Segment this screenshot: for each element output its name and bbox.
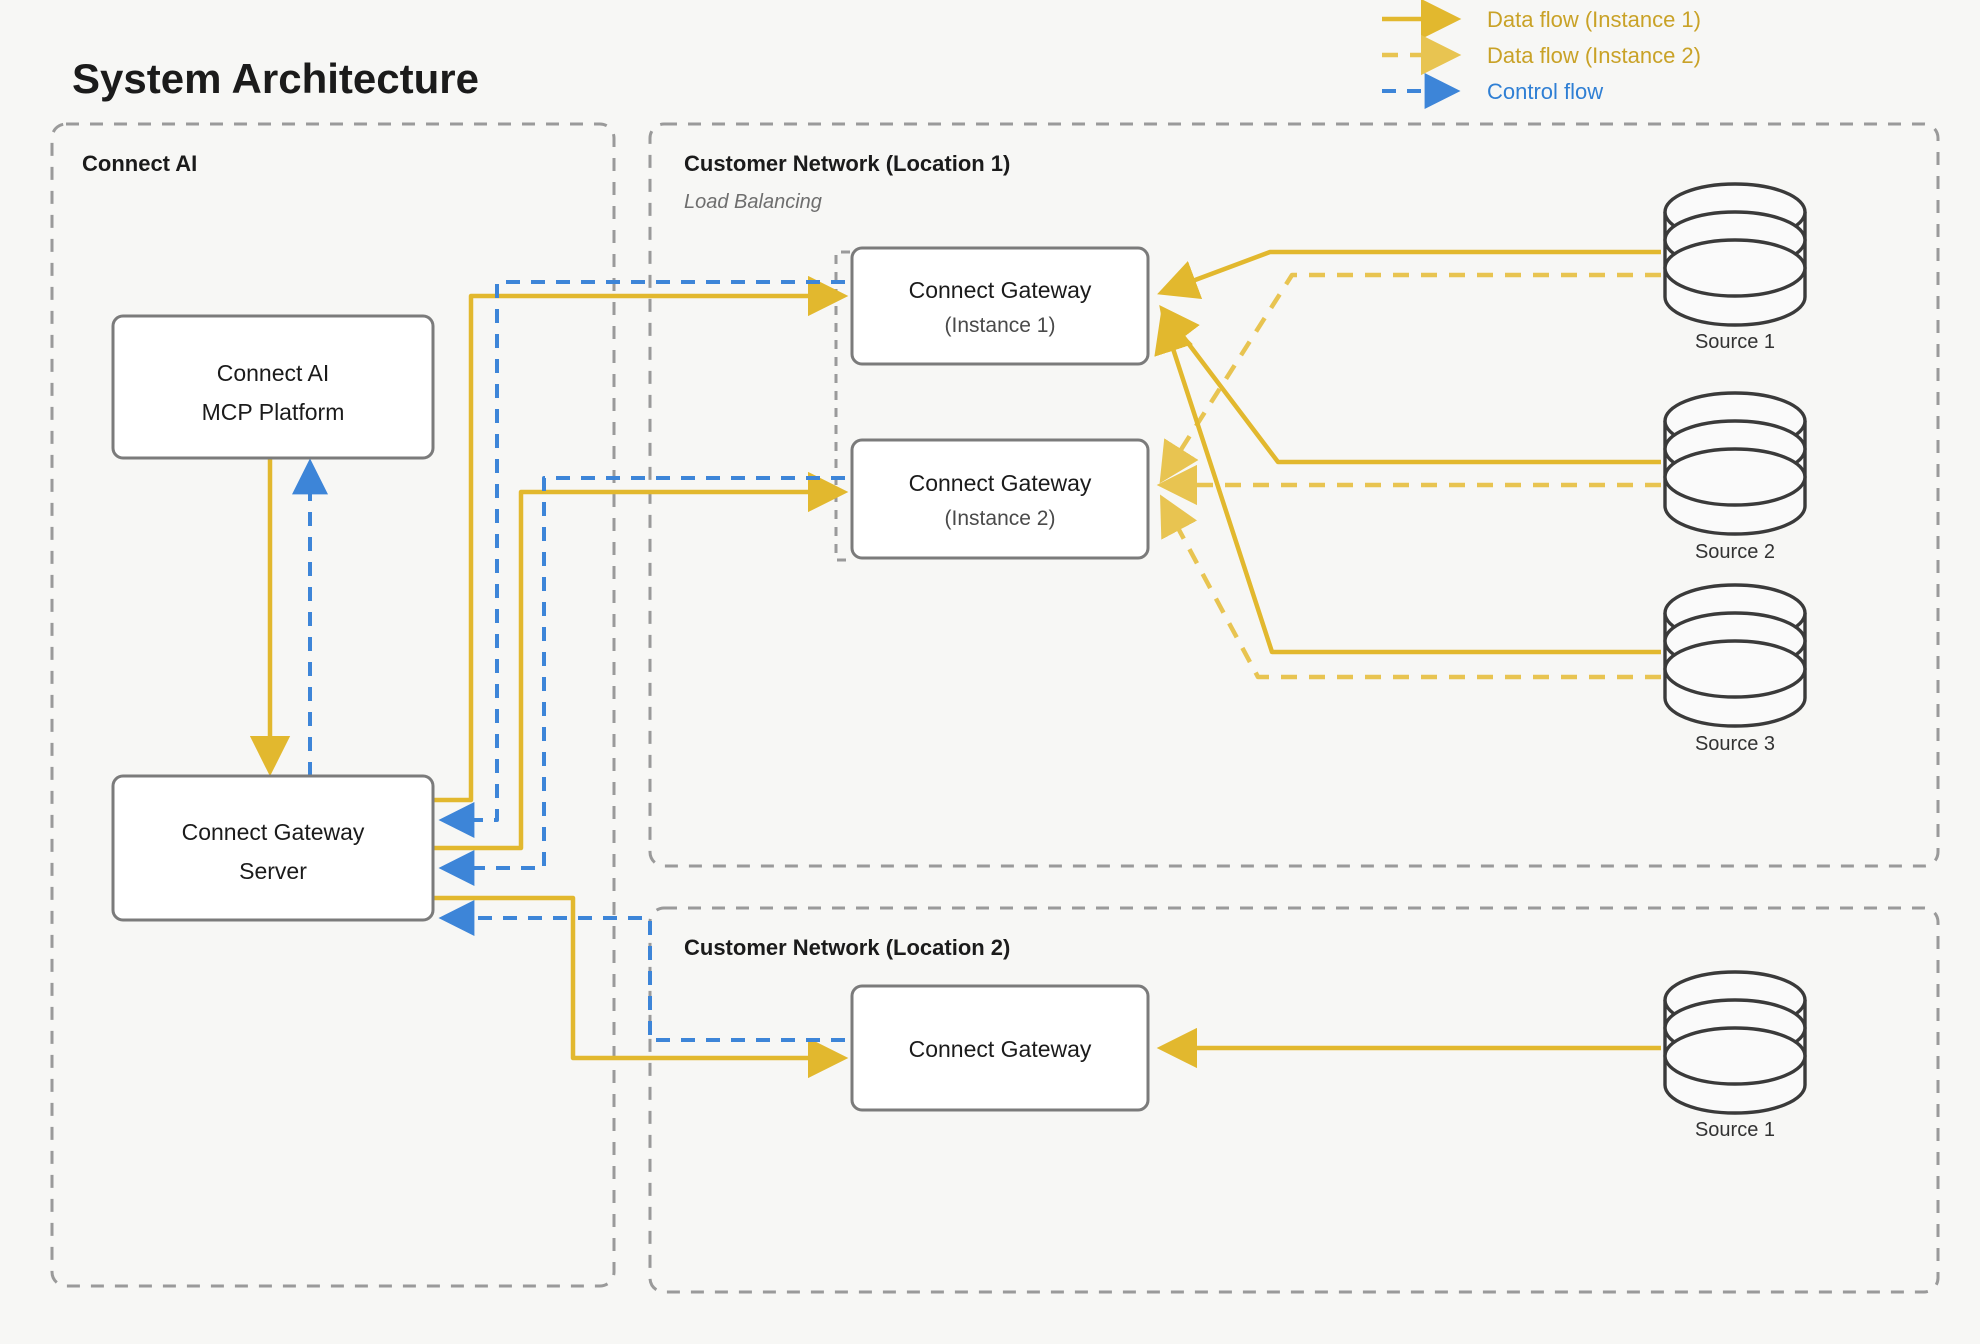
database-icon (1663, 970, 1807, 1115)
node-subtitle: Server (239, 858, 307, 884)
edge-source1-to-instance2-data (1159, 272, 1661, 484)
database-loc1-source-3[interactable]: Source 3 (1663, 583, 1807, 755)
database-icon (1663, 391, 1807, 536)
node-title: Connect AI (217, 360, 330, 386)
node-mcp-platform[interactable]: Connect AI MCP Platform (111, 314, 435, 460)
legend-label: Control flow (1487, 79, 1603, 104)
legend: Data flow (Instance 1) Data flow (Instan… (1382, 0, 1701, 109)
legend-item-data-flow-2: Data flow (Instance 2) (1382, 34, 1701, 76)
group-customer-network-2 (648, 906, 1940, 1294)
node-subtitle: (Instance 2) (945, 507, 1056, 530)
database-icon (1663, 182, 1807, 327)
node-subtitle: (Instance 1) (945, 314, 1056, 337)
group-title-connect-ai: Connect AI (82, 151, 197, 176)
node-gateway-instance-1-box[interactable] (850, 246, 1150, 366)
group-title-customer-network-1: Customer Network (Location 1) (684, 151, 1010, 176)
node-title: Connect Gateway (182, 819, 365, 845)
node-gateway-loc2[interactable]: Connect Gateway (850, 984, 1150, 1112)
edge-instance2-to-server-control (438, 476, 845, 886)
edge-source3-to-instance2-data (1160, 494, 1661, 680)
node-gateway-server[interactable]: Connect Gateway Server (111, 774, 435, 922)
load-balancing-bracket (834, 250, 850, 562)
database-label: Source 3 (1695, 733, 1775, 755)
page-title: System Architecture (72, 55, 479, 102)
node-gateway-instance-2-box[interactable] (850, 438, 1150, 560)
node-title: Connect Gateway (909, 1036, 1092, 1062)
edge-source1-to-instance1-data (1157, 249, 1661, 299)
node-gateway-loc2-box[interactable] (850, 984, 1150, 1112)
legend-label: Data flow (Instance 2) (1487, 43, 1701, 68)
database-loc2-source-1[interactable]: Source 1 (1663, 970, 1807, 1141)
database-label: Source 1 (1695, 331, 1775, 353)
legend-label: Data flow (Instance 1) (1487, 7, 1701, 32)
database-label: Source 2 (1695, 541, 1775, 563)
edge-server-to-gateway-loc2-data (434, 895, 849, 1079)
database-loc1-source-2[interactable]: Source 2 (1663, 391, 1807, 563)
database-label: Source 1 (1695, 1119, 1775, 1141)
edge-instance1-to-server-control (438, 280, 845, 838)
node-gateway-instance-1[interactable]: Connect Gateway (Instance 1) (850, 246, 1150, 366)
node-gateway-instance-2[interactable]: Connect Gateway (Instance 2) (850, 438, 1150, 560)
edge-source3-to-instance1-data (1154, 312, 1661, 655)
group-connect-ai (50, 122, 616, 1288)
edge-server-to-instance1-data (434, 275, 849, 803)
edge-server-to-instance2-data (434, 471, 849, 851)
database-icon (1663, 583, 1807, 728)
database-loc1-source-1[interactable]: Source 1 (1663, 182, 1807, 353)
edge-source2-to-instance1-data (1159, 304, 1661, 465)
group-title-customer-network-2: Customer Network (Location 2) (684, 935, 1010, 960)
group-customer-network-1 (648, 122, 1940, 868)
node-gateway-server-box[interactable] (111, 774, 435, 922)
node-subtitle: MCP Platform (202, 399, 345, 425)
legend-item-control-flow: Control flow (1382, 73, 1603, 109)
node-title: Connect Gateway (909, 470, 1092, 496)
node-mcp-platform-box[interactable] (111, 314, 435, 460)
edge-gateway-loc2-to-server-control (438, 900, 845, 1042)
node-title: Connect Gateway (909, 277, 1092, 303)
group-subtitle-load-balancing: Load Balancing (684, 191, 822, 213)
legend-item-data-flow-1: Data flow (Instance 1) (1382, 0, 1701, 40)
